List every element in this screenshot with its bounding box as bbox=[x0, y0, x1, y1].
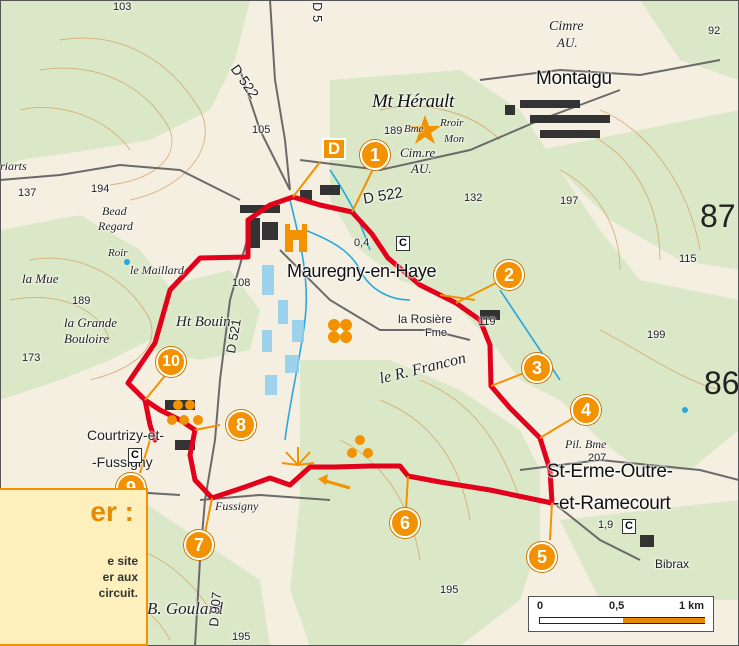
waypoint-marker-4[interactable]: 4 bbox=[571, 395, 601, 425]
label-le-maillard: le Maillard bbox=[130, 263, 184, 277]
waypoint-marker-7[interactable]: 7 bbox=[184, 530, 214, 560]
waypoint-marker-1[interactable]: 1 bbox=[360, 140, 390, 170]
campsite-c-2: C bbox=[622, 519, 636, 534]
campsite-c-1: C bbox=[396, 236, 410, 251]
elev-189-left: 189 bbox=[72, 295, 91, 307]
elev-137: 137 bbox=[18, 187, 37, 199]
ponds bbox=[262, 265, 304, 395]
legend-line-3: circuit. bbox=[98, 586, 138, 600]
elev-0-4: 0,4 bbox=[354, 237, 370, 249]
waypoint-marker-10[interactable]: 10 bbox=[156, 347, 186, 377]
waypoint-marker-8[interactable]: 8 bbox=[226, 410, 256, 440]
label-road-d5: D 5 bbox=[310, 2, 325, 23]
legend-line-1: e site bbox=[107, 554, 138, 568]
elev-199: 199 bbox=[647, 329, 666, 341]
campsite-c-3: C bbox=[128, 448, 142, 463]
label-cim-mid: Cim.re bbox=[400, 145, 436, 160]
castle-icon bbox=[285, 224, 307, 252]
legend-panel: er : e site er aux circuit. bbox=[0, 488, 148, 646]
elev-132: 132 bbox=[464, 192, 483, 204]
label-montaigu: Montaigu bbox=[536, 68, 612, 89]
direction-arrow-icon bbox=[318, 474, 351, 490]
label-mon: Mon bbox=[444, 133, 465, 145]
label-st-erme-1: St-Erme-Outre- bbox=[547, 461, 673, 482]
label-mauregny: Mauregny-en-Haye bbox=[287, 261, 437, 281]
elev-105: 105 bbox=[252, 124, 271, 136]
label-b-goulard: B. Goulard bbox=[147, 599, 223, 618]
elev-207: 207 bbox=[588, 452, 607, 464]
contour-lines bbox=[9, 37, 721, 641]
label-bibrax: Bibrax bbox=[655, 557, 690, 571]
elev-197: 197 bbox=[560, 195, 579, 207]
hiking-route bbox=[125, 194, 555, 506]
label-mt-herault: Mt Hérault bbox=[372, 91, 454, 112]
start-marker-d[interactable]: D bbox=[322, 138, 346, 160]
elev-119: 119 bbox=[478, 316, 496, 328]
route-spur bbox=[142, 397, 158, 443]
label-roir-right: Rroir bbox=[440, 117, 464, 129]
label-riarts: riarts bbox=[0, 159, 27, 173]
grid-number-86: 86 bbox=[704, 365, 739, 401]
waypoint-marker-6[interactable]: 6 bbox=[390, 508, 420, 538]
label-fussigny: Fussigny bbox=[215, 499, 259, 513]
label-bead: Bead bbox=[102, 204, 127, 218]
poi-dots bbox=[167, 400, 373, 458]
waypoint-marker-2[interactable]: 2 bbox=[494, 260, 524, 290]
label-courtrizy-1: Courtrizy-et- bbox=[87, 427, 165, 443]
viewpoint-icon bbox=[281, 447, 315, 466]
label-cimre-top: Cimre bbox=[549, 19, 584, 34]
label-b-mark: Bme bbox=[404, 123, 424, 135]
label-bouloire: Bouloire bbox=[64, 331, 110, 346]
label-la-grande: la Grande bbox=[64, 315, 118, 330]
elev-195-a: 195 bbox=[440, 584, 459, 596]
label-fme: Fme bbox=[425, 327, 447, 339]
label-la-rosiere: la Rosière bbox=[398, 312, 453, 326]
scale-tick-0: 0 bbox=[537, 600, 544, 612]
elev-103: 103 bbox=[113, 1, 132, 13]
label-road-d907: D 907 bbox=[206, 591, 224, 628]
grid-number-87: 87 bbox=[700, 198, 736, 234]
legend-line-2: er aux bbox=[102, 570, 138, 584]
elev-115: 115 bbox=[679, 253, 697, 265]
elev-108: 108 bbox=[232, 277, 251, 289]
elev-195-b: 195 bbox=[232, 631, 251, 643]
label-regard: Regard bbox=[98, 219, 133, 233]
elev-92: 92 bbox=[708, 25, 721, 37]
elev-173: 173 bbox=[22, 352, 41, 364]
label-la-mue: la Mue bbox=[22, 271, 59, 286]
label-st-erme-2: -et-Ramecourt bbox=[553, 493, 671, 514]
scale-bar: 0 0,5 1 km bbox=[528, 596, 714, 632]
leader-lines bbox=[139, 161, 579, 541]
waypoint-marker-5[interactable]: 5 bbox=[527, 542, 557, 572]
elev-194: 194 bbox=[91, 183, 110, 195]
label-pil-b: Pil. Bme bbox=[565, 437, 607, 451]
legend-heading: er : bbox=[90, 496, 134, 527]
label-au-top: AU. bbox=[557, 35, 578, 50]
elev-1-9: 1,9 bbox=[598, 519, 614, 531]
label-roir-left: Roir bbox=[108, 247, 128, 259]
spring-dots bbox=[124, 259, 688, 413]
scale-tick-1km: 1 km bbox=[679, 600, 705, 612]
scale-tick-half: 0,5 bbox=[609, 600, 625, 612]
label-au-mid: AU. bbox=[411, 161, 432, 176]
label-courtrizy-2: -Fussigny bbox=[92, 454, 153, 470]
flower-icon bbox=[328, 319, 352, 343]
elev-189-right: 189 bbox=[384, 125, 403, 137]
waypoint-marker-3[interactable]: 3 bbox=[522, 353, 552, 383]
scale-bar-graphic bbox=[539, 617, 705, 624]
star-icon bbox=[409, 115, 441, 144]
label-ht-bouin: Ht Bouin bbox=[176, 314, 231, 330]
